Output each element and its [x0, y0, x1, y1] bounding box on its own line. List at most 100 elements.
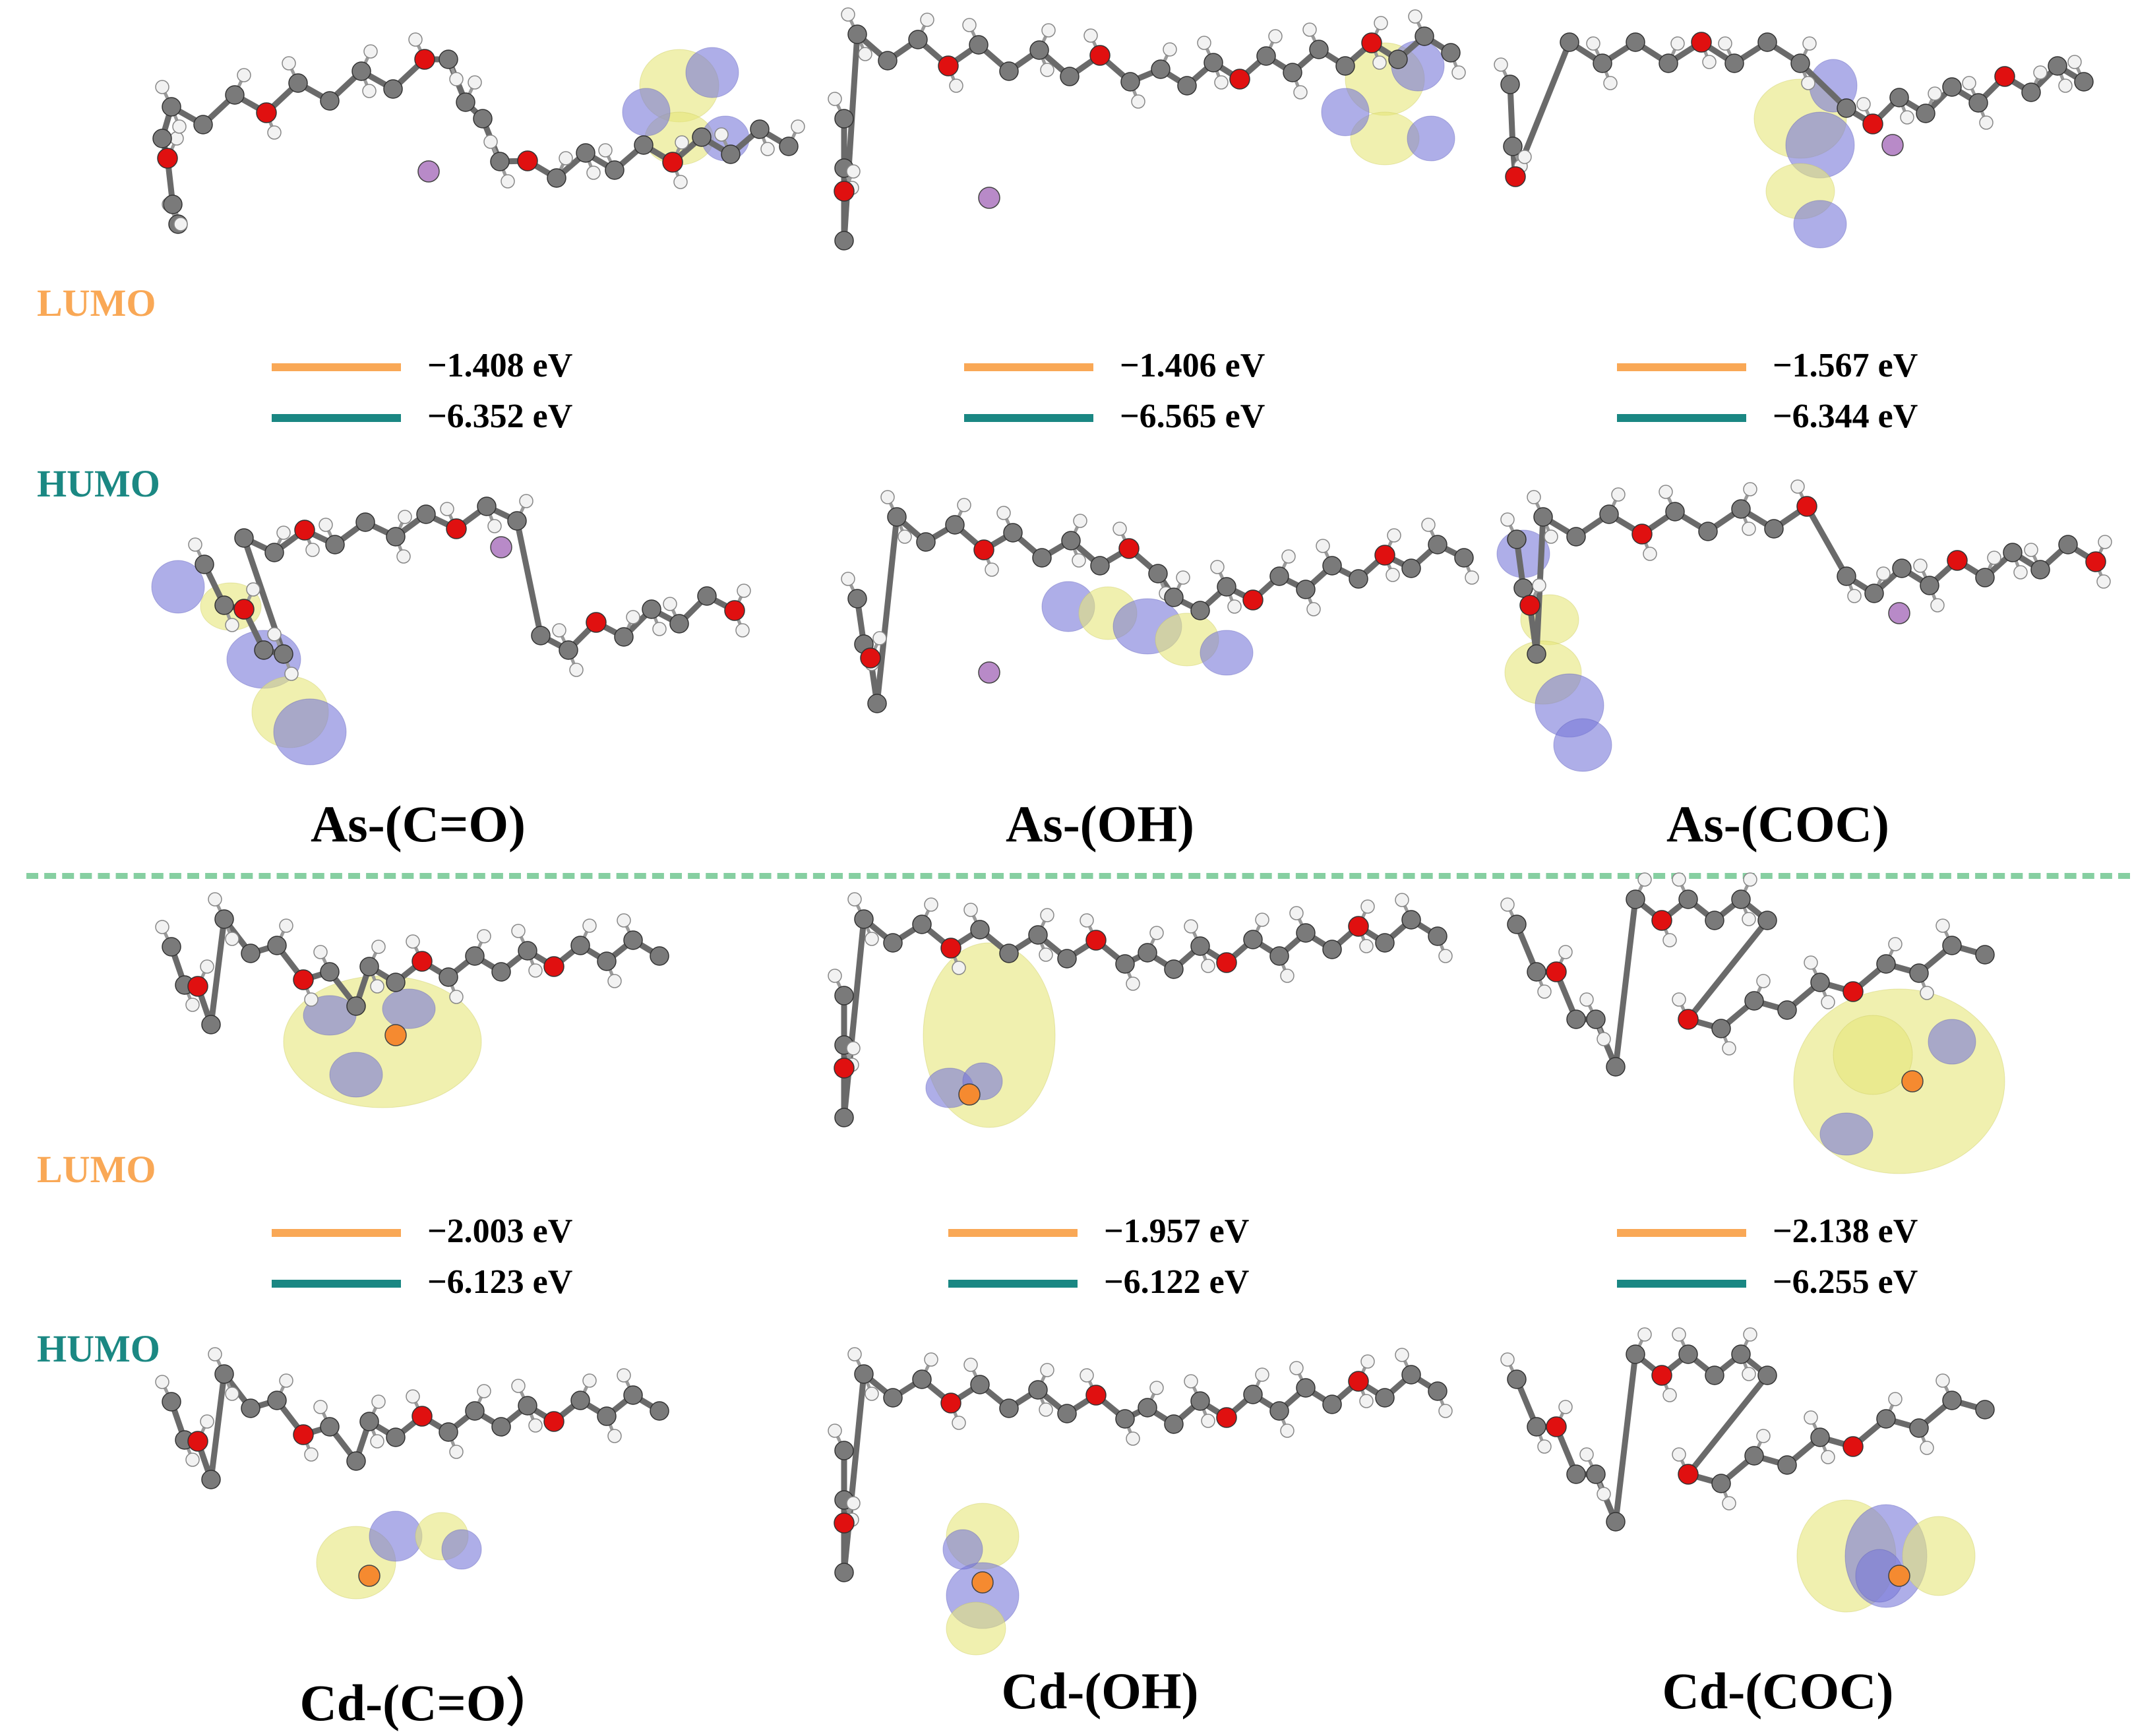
oxygen-atom: [724, 600, 745, 621]
carbon-atom: [1909, 963, 1929, 983]
hydrogen-atom: [1374, 16, 1388, 30]
carbon-atom: [1138, 1398, 1157, 1418]
hydrogen-atom: [406, 1389, 420, 1404]
carbon-atom: [1190, 1391, 1210, 1411]
orbital-lobe-negative: [1793, 200, 1847, 249]
hydrogen-atom: [607, 1429, 622, 1443]
carbon-atom: [518, 1396, 537, 1416]
hydrogen-atom: [607, 974, 622, 988]
oxygen-atom: [411, 1406, 433, 1427]
hydrogen-atom: [1962, 76, 1976, 90]
hydrogen-atom: [1500, 1352, 1515, 1367]
hydrogen-atom: [1280, 1423, 1294, 1438]
carbon-atom: [642, 599, 661, 619]
carbon-atom: [969, 35, 989, 55]
carbon-atom: [1975, 945, 1995, 965]
hydrogen-atom: [1670, 36, 1685, 51]
hydrogen-atom: [872, 631, 887, 645]
hydrogen-atom: [1176, 570, 1190, 585]
carbon-atom: [2058, 535, 2078, 554]
hydrogen-atom: [1876, 566, 1891, 581]
carbon-atom: [1705, 911, 1724, 930]
carbon-atom: [908, 30, 928, 49]
hydrogen-atom: [1395, 1348, 1409, 1362]
hydrogen-atom: [985, 562, 999, 577]
hydrogen-atom: [714, 127, 729, 142]
carbon-atom: [1837, 566, 1856, 586]
hydrogen-atom: [200, 1414, 214, 1429]
hydrogen-atom: [1790, 479, 1805, 494]
carbon-atom: [2048, 56, 2067, 76]
hydrogen-atom: [1930, 598, 1945, 613]
hydrogen-atom: [477, 929, 491, 943]
carbon-atom: [1744, 991, 1764, 1011]
lumo-energy-value: −2.138 eV: [1773, 1212, 1918, 1250]
hydrogen-atom: [1360, 1354, 1375, 1369]
hydrogen-atom: [225, 932, 239, 946]
carbon-atom: [970, 920, 990, 940]
energy-legend-as-oh: −1.406 eV −6.565 eV: [964, 346, 1307, 445]
hydrogen-atom: [449, 990, 464, 1004]
caption-cd-coc: Cd-(COC): [1662, 1662, 1894, 1720]
energy-legend-as-co: −1.408 eV −6.352 eV: [272, 346, 615, 445]
carbon-atom: [288, 73, 308, 93]
carbon-atom: [1810, 1427, 1830, 1447]
humo-energy-row: −6.122 eV: [948, 1263, 1291, 1302]
carbon-atom: [1626, 32, 1645, 52]
hydrogen-atom: [1214, 75, 1229, 90]
carbon-atom: [465, 1401, 485, 1421]
hydrogen-atom: [1494, 57, 1508, 72]
orbital-lobes: [1041, 581, 1254, 676]
hydrogen-atom: [1149, 926, 1164, 940]
oxygen-atom: [973, 539, 994, 560]
carbon-atom: [1335, 56, 1355, 76]
caption-as-co: As-(C=O): [310, 795, 526, 853]
carbon-atom: [1586, 1009, 1606, 1029]
molecule-as-oh-humo: [841, 490, 1479, 713]
molecule-cd-co-humo: [155, 1347, 669, 1600]
carbon-atom: [267, 936, 287, 955]
carbon-atom: [1711, 1474, 1731, 1493]
hydrogen-atom: [1672, 1327, 1686, 1342]
hydrogen-atom: [1201, 1414, 1215, 1428]
hydrogen-atom: [828, 92, 842, 106]
bond: [208, 916, 228, 1028]
hydrogen-atom: [313, 945, 328, 959]
oxygen-atom: [1361, 32, 1382, 53]
carbon-atom: [439, 1422, 458, 1442]
oxygen-atom: [414, 49, 435, 70]
hydrogen-atom: [924, 897, 938, 912]
hydrogen-atom: [898, 529, 912, 544]
atoms: [841, 490, 1479, 713]
atoms: [1494, 32, 2094, 187]
hydrogen-atom: [225, 1387, 239, 1401]
hydrogen-atom: [225, 618, 239, 632]
carbon-atom: [162, 97, 181, 117]
hydrogen-atom: [1500, 897, 1515, 912]
carbon-atom: [1705, 1365, 1724, 1385]
cadmium-atom: [1888, 1565, 1910, 1587]
carbon-atom: [834, 1108, 854, 1127]
hydrogen-atom: [846, 164, 861, 179]
orbital-lobe-positive: [1833, 1015, 1913, 1095]
hydrogen-atom: [371, 1394, 386, 1409]
carbon-atom: [834, 1563, 854, 1582]
hydrogen-atom: [1210, 560, 1225, 574]
carbon-atom: [507, 511, 527, 531]
oxygen-atom: [1085, 1385, 1107, 1406]
hydrogen-atom: [319, 518, 333, 532]
hydrogen-atom: [1987, 551, 2001, 565]
hydrogen-atom: [398, 510, 412, 524]
carbon-atom: [1164, 959, 1184, 979]
section-divider: [26, 873, 2130, 879]
hydrogen-atom: [858, 47, 872, 61]
carbon-atom: [1678, 889, 1698, 909]
carbon-atom: [1527, 1417, 1546, 1437]
oxygen-atom: [293, 1424, 314, 1445]
carbon-atom: [834, 986, 854, 1005]
oxygen-atom: [1678, 1464, 1699, 1485]
carbon-atom: [634, 135, 654, 155]
humo-energy-value: −6.565 eV: [1120, 398, 1265, 435]
hydrogen-atom: [1131, 94, 1145, 109]
hydrogen-atom: [362, 84, 377, 98]
